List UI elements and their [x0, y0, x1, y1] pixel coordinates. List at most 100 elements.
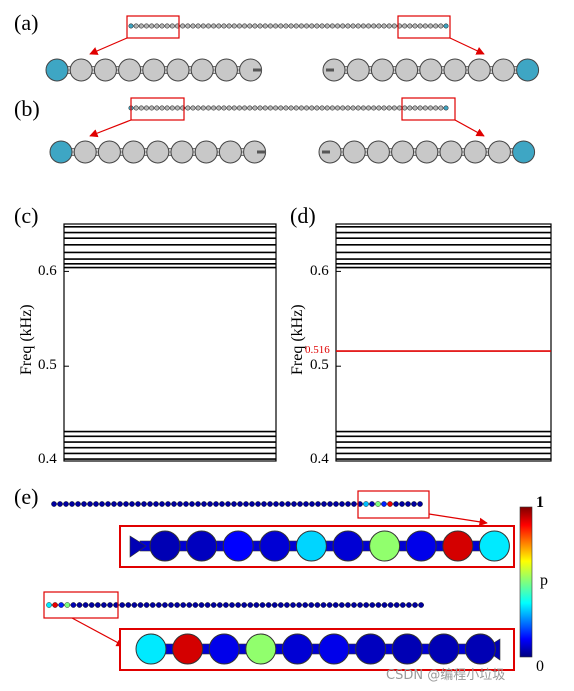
zoom-ball — [97, 140, 121, 164]
small-chain-ball — [350, 23, 356, 29]
e-top-chain-ball — [363, 501, 369, 507]
e-bottom-chain-ball — [332, 602, 339, 608]
e-top-chain-ball — [273, 501, 279, 507]
e-top-zoom-ball — [442, 530, 474, 562]
d-tick-0.5: 0.5 — [310, 357, 329, 373]
e-top-chain-ball — [147, 501, 153, 507]
e-top-chain-ball — [69, 501, 75, 507]
e-bottom-chain-ball — [363, 602, 370, 608]
e-top-chain-ball — [123, 501, 129, 507]
small-chain-ball — [247, 23, 253, 29]
small-chain-ball — [319, 105, 325, 111]
e-bottom-chain-ball — [290, 602, 296, 608]
colorbar-max-label: 1 — [536, 494, 544, 511]
e-bottom-chain-ball — [52, 602, 58, 608]
e-top-chain-ball — [75, 501, 81, 507]
zoom-ball — [391, 140, 415, 164]
zoom-end-ball — [516, 58, 540, 82]
small-chain-ball — [273, 105, 279, 111]
small-chain-ball — [236, 23, 242, 29]
small-chain-ball — [381, 105, 387, 111]
e-bottom-chain-ball — [216, 602, 223, 608]
panel-b-chain-diagram — [49, 97, 536, 164]
e-top-chain-ball — [219, 501, 225, 507]
small-chain-ball — [257, 105, 263, 111]
small-chain-ball — [149, 23, 155, 29]
e-top-chain-ball — [267, 501, 273, 507]
panel-label-e: (e) — [14, 484, 39, 509]
e-top-chain-ball — [231, 501, 237, 507]
panel-e-pressure-field — [43, 490, 533, 671]
e-bottom-chain-ball — [119, 602, 125, 608]
e-bottom-chain-ball — [155, 602, 162, 608]
e-top-chain-ball — [387, 501, 393, 507]
small-chain-ball — [283, 105, 289, 111]
e-bottom-chain-ball — [229, 602, 235, 608]
e-top-chain-ball — [189, 501, 195, 507]
small-chain-ball — [242, 23, 248, 29]
small-chain-ball — [195, 105, 201, 111]
small-chain-ball — [180, 23, 186, 29]
e-bottom-chain-ball — [338, 602, 345, 608]
e-bottom-chain-ball — [387, 602, 394, 608]
small-chain-ball — [133, 105, 139, 111]
zoom-ball — [214, 58, 238, 82]
small-chain-ball — [386, 23, 392, 29]
small-chain-ball — [128, 23, 134, 29]
e-bottom-chain-ball — [168, 602, 174, 608]
e-top-chain-ball — [93, 501, 99, 507]
e-bottom-chain-ball — [326, 602, 333, 608]
small-chain-ball — [174, 105, 180, 111]
e-bottom-chain-ball — [345, 602, 351, 608]
small-chain-ball — [345, 105, 351, 111]
small-chain-ball — [211, 105, 217, 111]
zoom-arrow-left — [89, 37, 128, 55]
small-chain-ball — [376, 23, 382, 29]
e-top-chain-ball — [381, 501, 387, 507]
e-top-chain-ball — [63, 501, 69, 507]
small-chain-ball — [298, 105, 304, 111]
small-chain-ball — [355, 105, 361, 111]
e-top-chain-ball — [297, 501, 303, 507]
e-top-chain-ball — [255, 501, 261, 507]
small-chain-ball — [381, 23, 387, 29]
small-chain-ball — [335, 23, 341, 29]
e-top-chain-ball — [333, 501, 339, 507]
colorbar-variable-label: p — [540, 572, 548, 589]
e-top-zoom-ball — [478, 530, 510, 562]
small-chain-ball — [283, 23, 289, 29]
small-chain-ball — [159, 105, 165, 111]
small-chain-ball — [298, 23, 304, 29]
e-top-chain-ball — [99, 501, 105, 507]
e-top-chain-ball — [261, 501, 267, 507]
small-chain-ball — [143, 23, 149, 29]
e-top-chain-ball — [81, 501, 87, 507]
zoom-ball — [366, 140, 390, 164]
panel-label-c: (c) — [14, 203, 39, 228]
e-bottom-zoom-ball — [172, 633, 204, 665]
small-chain-ball — [138, 23, 144, 29]
small-chain-ball — [200, 105, 206, 111]
e-bottom-chain-ball — [253, 602, 260, 608]
zoom-ball — [218, 140, 242, 164]
e-top-chain-ball — [141, 501, 147, 507]
e-bottom-chain-ball — [381, 602, 388, 608]
e-bottom-zoom-ball — [391, 633, 423, 665]
zoom-arrow-left — [89, 119, 132, 138]
e-bottom-chain-ball — [88, 602, 95, 608]
zoom-ball — [467, 58, 491, 82]
e-top-chain-ball — [165, 501, 171, 507]
e-bottom-chain-ball — [76, 602, 83, 608]
e-top-chain-ball — [321, 501, 327, 507]
small-chain-ball — [397, 105, 403, 111]
zoom-ball — [194, 140, 218, 164]
small-chain-ball — [324, 23, 330, 29]
small-chain-ball — [422, 23, 428, 29]
small-chain-ball — [391, 23, 397, 29]
colorbar-min-label: 0 — [536, 658, 544, 675]
e-top-chain-ball — [417, 501, 423, 507]
e-top-zoom-end-cap — [129, 535, 147, 558]
small-chain-ball — [154, 105, 160, 111]
e-bottom-chain-ball — [162, 602, 168, 608]
e-bottom-chain-ball — [412, 602, 418, 608]
